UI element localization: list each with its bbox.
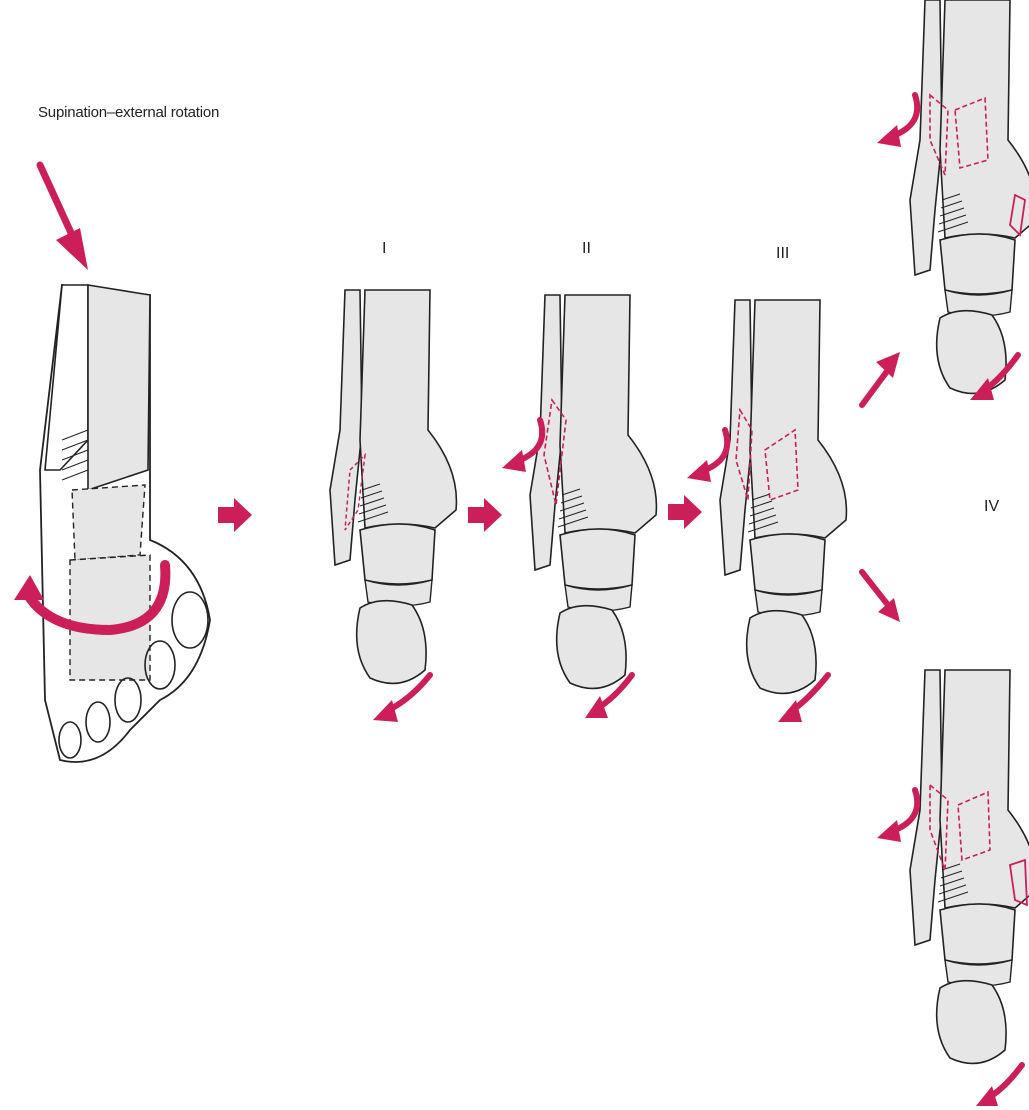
stage-3-ankle [687,300,846,722]
stage-1-ankle [330,290,456,722]
foot-illustration [14,165,210,762]
branch-arrow-down [862,572,900,622]
branch-arrow-up [862,352,900,405]
stage-4-ankle-top [877,0,1029,400]
stage-4-ankle-bottom [877,670,1029,1106]
progression-arrow-1 [218,498,252,532]
stage-2-ankle [502,295,656,718]
progression-arrow-3 [668,495,702,529]
progression-arrow-2 [468,498,502,532]
